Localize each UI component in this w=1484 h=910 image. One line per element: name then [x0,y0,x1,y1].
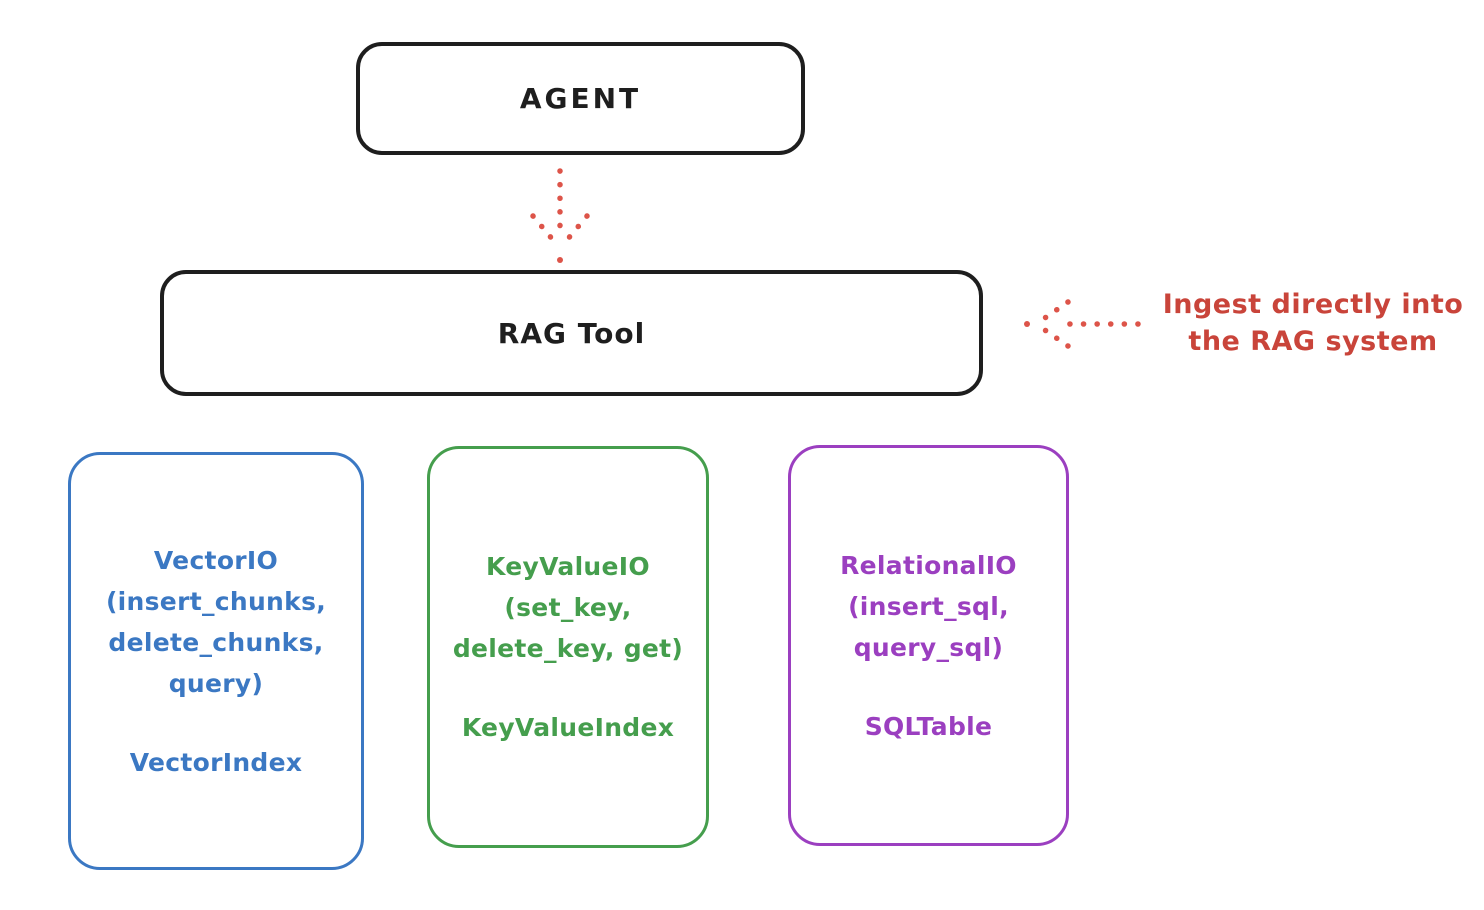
vector-io-index-label: VectorIndex [129,747,303,777]
vector-io-line: (insert_chunks, [105,586,327,616]
vector-io-title: VectorIO [153,545,279,575]
relational-io-line: query_sql) [853,632,1004,662]
relational-io-title: RelationalIO [840,550,1017,580]
relational-io-line: (insert_sql, [848,591,1009,621]
ingest-to-rag-dotted-arrow-left-icon [1024,299,1141,349]
vector-io-line: delete_chunks, [108,627,324,657]
relational-io-index-label: SQLTable [864,711,993,741]
vector-io-node: VectorIO (insert_chunks, delete_chunks, … [68,452,364,870]
key-value-io-node: KeyValueIO (set_key, delete_key, get) Ke… [427,446,709,848]
ingest-annotation-line-2: the RAG system [1188,326,1438,357]
key-value-io-line: delete_key, get) [452,634,684,663]
key-value-io-line: (set_key, [504,593,632,622]
agent-node-label: AGENT [519,82,642,115]
ingest-annotation-line-1: Ingest directly into [1162,289,1464,320]
rag-tool-node-label: RAG Tool [497,316,646,350]
key-value-io-lines: KeyValueIO (set_key, delete_key, get) [453,546,683,669]
ingest-annotation: Ingest directly into the RAG system [1142,286,1484,360]
agent-node: AGENT [356,42,805,155]
key-value-io-title: KeyValueIO [486,552,650,581]
relational-io-node: RelationalIO (insert_sql, query_sql) SQL… [788,445,1069,846]
relational-io-lines: RelationalIO (insert_sql, query_sql) [840,545,1017,668]
agent-to-rag-dotted-arrow-down-icon [530,168,590,263]
key-value-io-index-label: KeyValueIndex [461,713,675,742]
vector-io-line: query) [168,668,264,698]
rag-tool-node: RAG Tool [160,270,983,396]
vector-io-lines: VectorIO (insert_chunks, delete_chunks, … [106,540,326,704]
